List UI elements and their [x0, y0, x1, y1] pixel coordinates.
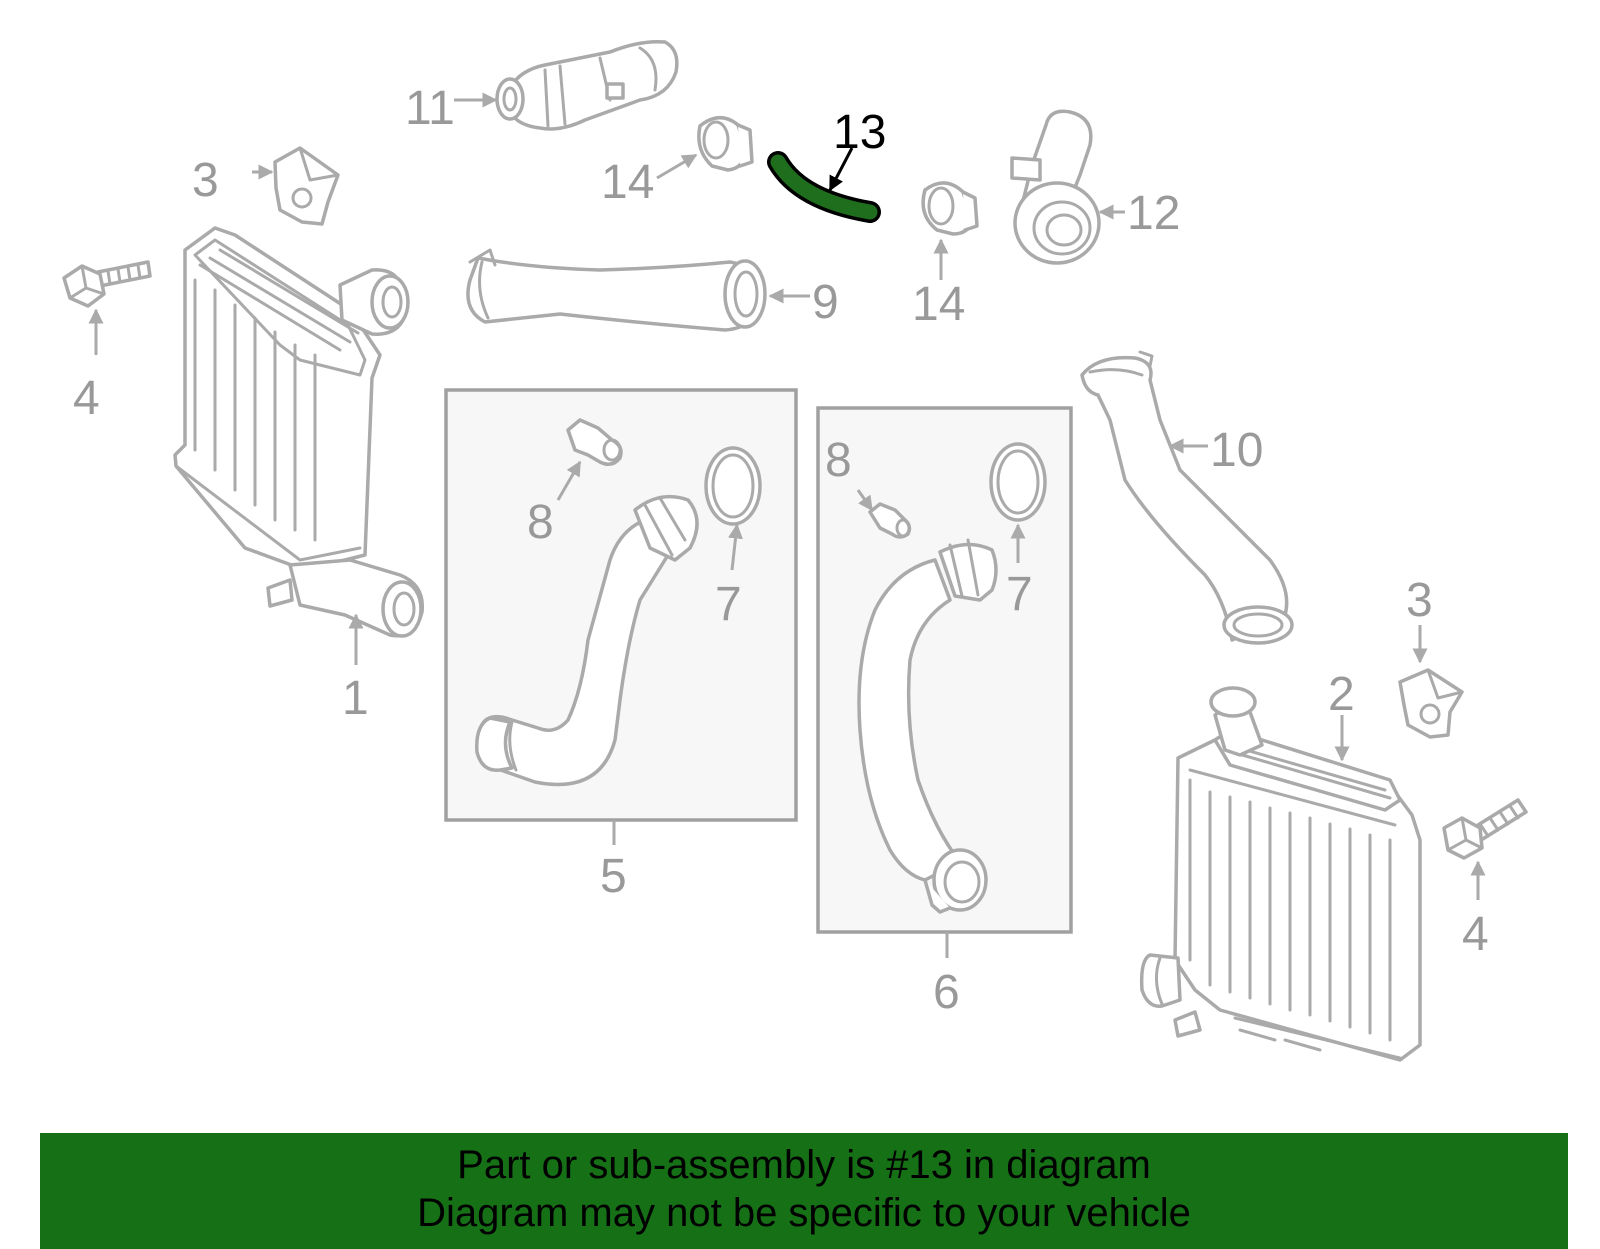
info-banner: Part or sub-assembly is #13 in diagram D… — [40, 1133, 1568, 1249]
callout-3-upper[interactable]: 3 — [192, 154, 219, 207]
part-1-intercooler-left[interactable] — [173, 226, 425, 638]
banner-line-part-number: Part or sub-assembly is #13 in diagram — [457, 1143, 1151, 1187]
callout-8-box6[interactable]: 8 — [825, 434, 852, 487]
part-7-oring-box6[interactable] — [989, 442, 1047, 522]
part-7-oring-box5[interactable] — [704, 446, 762, 526]
part-14-clamp-b[interactable] — [921, 181, 979, 236]
callout-14-a[interactable]: 14 — [601, 156, 654, 209]
part-8-clip-box6[interactable] — [868, 502, 912, 539]
part-13-hose-fill — [770, 154, 878, 220]
callout-10[interactable]: 10 — [1210, 424, 1263, 477]
part-3-bracket-right[interactable] — [1398, 668, 1464, 739]
leader-lines — [88, 92, 1486, 958]
part-4-bolt-right[interactable] — [1442, 798, 1528, 860]
part-5-hose[interactable] — [475, 494, 699, 787]
callout-4-left[interactable]: 4 — [73, 372, 100, 425]
part-2-intercooler-right[interactable] — [1139, 686, 1422, 1062]
callout-6[interactable]: 6 — [933, 966, 960, 1019]
callout-8-box5[interactable]: 8 — [527, 496, 554, 549]
callout-3-right[interactable]: 3 — [1406, 574, 1433, 627]
part-10-charge-pipe[interactable] — [1080, 350, 1294, 645]
callout-5[interactable]: 5 — [600, 850, 627, 903]
part-12-inlet-pipe[interactable] — [1010, 109, 1101, 265]
part-14-clamp-a[interactable] — [697, 116, 754, 172]
part-11-outlet-pipe[interactable] — [495, 39, 679, 131]
callout-1[interactable]: 1 — [342, 672, 369, 725]
part-9-charge-pipe[interactable] — [466, 248, 767, 332]
callout-12[interactable]: 12 — [1127, 187, 1180, 240]
callout-7-box5[interactable]: 7 — [715, 578, 742, 631]
callout-9[interactable]: 9 — [812, 276, 839, 329]
banner-line-disclaimer: Diagram may not be specific to your vehi… — [417, 1191, 1191, 1235]
part-6-hose[interactable] — [857, 538, 998, 914]
callout-4-right[interactable]: 4 — [1462, 908, 1489, 961]
callout-2[interactable]: 2 — [1328, 668, 1355, 721]
callout-11[interactable]: 11 — [405, 82, 455, 135]
callout-7-box6[interactable]: 7 — [1006, 568, 1033, 621]
part-13-hose-highlighted[interactable] — [767, 151, 881, 223]
part-8-clip-box5[interactable] — [566, 418, 623, 466]
part-4-bolt-left[interactable] — [62, 260, 152, 308]
callout-13[interactable]: 13 — [833, 106, 886, 159]
callout-14-b[interactable]: 14 — [912, 278, 965, 331]
part-3-bracket-upper[interactable] — [273, 146, 340, 226]
